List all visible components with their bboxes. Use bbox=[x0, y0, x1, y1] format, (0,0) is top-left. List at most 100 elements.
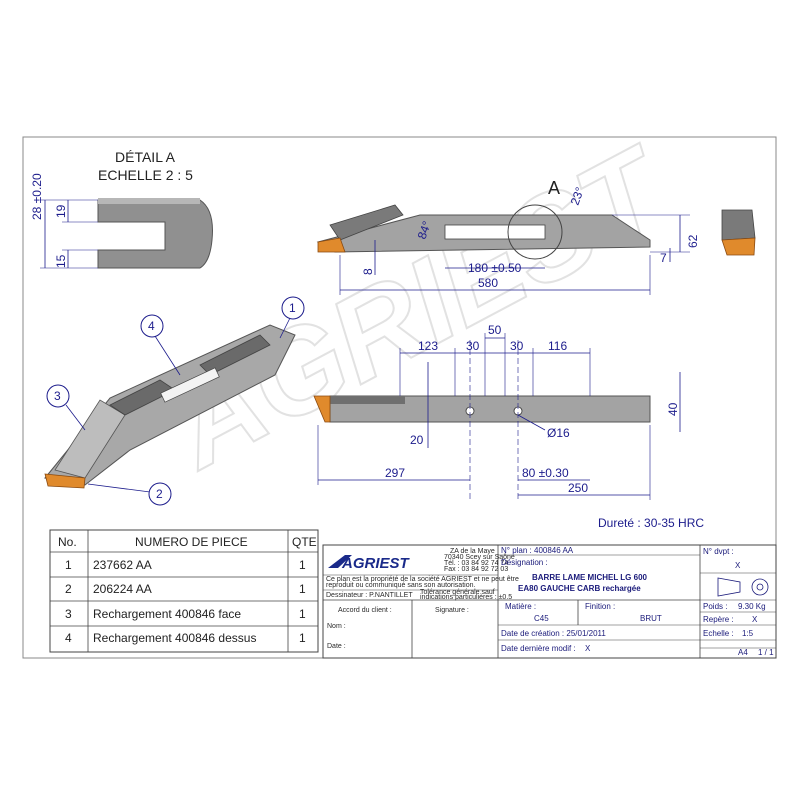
angle-84: 84° bbox=[415, 219, 434, 241]
bom-cell-qty: 1 bbox=[299, 607, 306, 621]
tb-signature: Signature : bbox=[435, 607, 469, 614]
projection-symbol-icon bbox=[717, 577, 769, 597]
balloon-label: 1 bbox=[289, 301, 296, 315]
tb-designation: EA80 GAUCHE CARB rechargée bbox=[518, 584, 641, 593]
tb-finish-label: Finition : bbox=[585, 602, 615, 611]
angle-23: 23° bbox=[568, 185, 587, 207]
tb-material-label: Matière : bbox=[505, 602, 536, 611]
bom-cell-qty: 1 bbox=[299, 631, 306, 645]
detail-a-view: DÉTAIL A ECHELLE 2 : 5 28 ±0.20 19 15 bbox=[30, 149, 213, 269]
tb-scale-value: 1:5 bbox=[742, 629, 754, 638]
tb-modified-label: Date dernière modif : bbox=[501, 644, 576, 653]
bom-cell-no: 4 bbox=[65, 631, 72, 645]
bom-cell-part: 237662 AA bbox=[93, 558, 152, 572]
tb-mark-label: Repère : bbox=[703, 615, 734, 624]
dim-62: 62 bbox=[686, 234, 700, 248]
detail-top-face bbox=[98, 198, 200, 204]
isometric-view: 1 4 3 2 bbox=[44, 296, 305, 506]
tb-name: Nom : bbox=[327, 623, 346, 630]
balloon-leader bbox=[279, 317, 291, 339]
iso-orange-tip bbox=[44, 473, 86, 489]
tb-page: 1 / 1 bbox=[758, 648, 774, 657]
tb-designation-label: Désignation : bbox=[501, 558, 548, 567]
balloon-circle bbox=[281, 296, 305, 320]
tb-tolerance: indications particulières : ±0.5 bbox=[420, 594, 512, 601]
tb-material: C45 bbox=[534, 614, 549, 623]
bom-cell-part: 206224 AA bbox=[93, 582, 152, 596]
detail-dim-top: 19 bbox=[54, 204, 68, 218]
bom-header-no: No. bbox=[58, 535, 77, 549]
tb-mark-value: X bbox=[752, 615, 758, 624]
bom-cell-part: Rechargement 400846 dessus bbox=[93, 631, 256, 645]
balloon-leader bbox=[154, 335, 181, 376]
dim-30b: 30 bbox=[510, 339, 524, 353]
detail-part-shape bbox=[97, 199, 213, 269]
tb-address-line: ZA de la Maye bbox=[450, 548, 495, 555]
balloon-1: 1 bbox=[279, 296, 305, 339]
detail-dim-overall: 28 ±0.20 bbox=[30, 173, 44, 220]
hole-leader bbox=[517, 414, 546, 431]
dim-hole: Ø16 bbox=[547, 426, 570, 440]
tb-plan-no: N° plan : 400846 AA bbox=[501, 546, 574, 555]
bom-cell-qty: 1 bbox=[299, 582, 306, 596]
dim-slot: 180 ±0.50 bbox=[468, 261, 522, 275]
tb-agreement: Accord du client : bbox=[338, 607, 392, 614]
dim-80: 80 ±0.30 bbox=[522, 466, 569, 480]
section-mark: A bbox=[548, 178, 560, 198]
tb-format: A4 bbox=[738, 648, 748, 657]
balloon-circle bbox=[46, 384, 70, 408]
title-block-frame bbox=[322, 544, 777, 659]
dim-116: 116 bbox=[548, 339, 567, 353]
tb-property-notice: reproduit ou communiqué sans son autoris… bbox=[326, 582, 475, 589]
top-view: A 23° 84° 180 ±0.50 580 8 62 7 bbox=[316, 178, 756, 295]
dim-20: 20 bbox=[410, 433, 424, 447]
detail-scale: ECHELLE 2 : 5 bbox=[98, 167, 193, 183]
tb-date: Date : bbox=[327, 643, 346, 650]
bom-header-qty: QTE bbox=[292, 535, 317, 549]
dim-length: 580 bbox=[478, 276, 498, 290]
logo-swoosh-icon bbox=[328, 555, 352, 568]
bom-cell-part: Rechargement 400846 face bbox=[93, 607, 241, 621]
end-view-part bbox=[721, 209, 756, 241]
bom-cell-no: 1 bbox=[65, 558, 72, 572]
balloon-leader bbox=[65, 404, 86, 431]
side-view-tip bbox=[313, 395, 331, 423]
detail-title: DÉTAIL A bbox=[115, 149, 176, 165]
bom-cell-no: 3 bbox=[65, 607, 72, 621]
top-view-slot bbox=[444, 224, 546, 240]
dim-30a: 30 bbox=[466, 339, 480, 353]
balloon-circle bbox=[140, 314, 164, 338]
detail-a-circle bbox=[507, 204, 563, 260]
dim-250: 250 bbox=[568, 481, 588, 495]
bom-frame bbox=[49, 529, 319, 653]
detail-dim-bottom: 15 bbox=[54, 254, 68, 268]
projection-cone-icon bbox=[717, 577, 741, 597]
balloon-3: 3 bbox=[46, 384, 86, 431]
bom-cell-qty: 1 bbox=[299, 558, 306, 572]
balloon-4: 4 bbox=[140, 314, 181, 376]
dim-123: 123 bbox=[418, 339, 438, 353]
tb-address-line: Fax : 03 84 92 72 03 bbox=[444, 566, 508, 573]
projection-inner-circle-icon bbox=[756, 583, 764, 591]
tb-weight-label: Poids : bbox=[703, 602, 727, 611]
balloon-label: 2 bbox=[156, 487, 163, 501]
tb-designation: BARRE LAME MICHEL LG 600 bbox=[532, 573, 648, 582]
tb-tolerance: Tolérance générale sauf bbox=[420, 589, 495, 596]
company-logo: AGRIEST bbox=[341, 555, 411, 572]
tb-finish: BRUT bbox=[640, 614, 662, 623]
dim-7: 7 bbox=[660, 251, 667, 265]
tb-property-notice: Ce plan est la propriété de la société A… bbox=[326, 576, 519, 583]
dim-297: 297 bbox=[385, 466, 405, 480]
tb-modified-value: X bbox=[585, 644, 591, 653]
dim-40: 40 bbox=[666, 402, 680, 416]
side-view: 123 30 50 30 116 40 20 Ø16 297 80 ±0.30 … bbox=[313, 323, 681, 500]
tb-weight-value: 9.30 Kg bbox=[738, 602, 766, 611]
dim-50: 50 bbox=[488, 323, 502, 337]
end-view-tip bbox=[721, 237, 756, 256]
title-block: AGRIEST ZA de la Maye 70340 Scey sur Saô… bbox=[322, 544, 777, 659]
tb-address-line: Tél. : 03 84 92 74 74 bbox=[444, 560, 508, 567]
balloon-2: 2 bbox=[87, 482, 172, 506]
top-view-carbide-tip bbox=[317, 237, 346, 253]
iso-bar-body bbox=[44, 324, 296, 486]
